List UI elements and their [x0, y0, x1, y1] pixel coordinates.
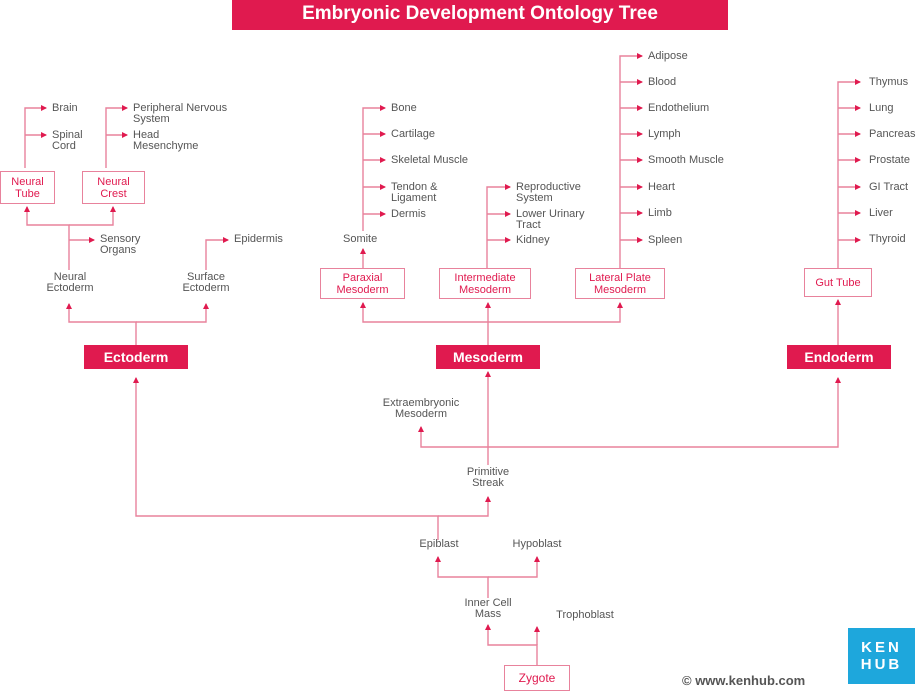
sensory-organs-label: Sensory Organs	[100, 233, 141, 256]
trophoblast-label: Trophoblast	[556, 609, 614, 621]
spleen-label: Spleen	[648, 234, 683, 246]
inner-cell-mass-label: Inner Cell Mass	[464, 597, 512, 620]
lung-label: Lung	[869, 102, 894, 114]
lower-urinary-tract-label: Lower Urinary Tract	[516, 208, 585, 231]
kidney-label: Kidney	[516, 234, 550, 246]
hypoblast-label: Hypoblast	[512, 538, 562, 550]
cartilage-label: Cartilage	[391, 128, 436, 140]
bone-label: Bone	[391, 102, 417, 114]
thyroid-label: Thyroid	[869, 233, 906, 245]
surface-ectoderm-label: Surface Ectoderm	[182, 271, 230, 294]
copyright-text: © www.kenhub.com	[682, 673, 806, 688]
blood-label: Blood	[648, 76, 677, 88]
logo-bottom-text: HUB	[860, 656, 903, 673]
zygote-box: Zygote	[504, 665, 570, 691]
prostate-label: Prostate	[869, 154, 910, 166]
page-title: Embryonic Development Ontology Tree	[232, 0, 728, 30]
thymus-label: Thymus	[869, 76, 909, 88]
paraxial-mesoderm-box: Paraxial Mesoderm	[320, 268, 405, 299]
somite-label: Somite	[343, 233, 378, 245]
extraembryonic-mesoderm-label: Extraembryonic Mesoderm	[382, 397, 460, 420]
epidermis-label: Epidermis	[234, 233, 283, 245]
adipose-label: Adipose	[648, 50, 688, 62]
mesoderm-node: Mesoderm	[436, 345, 540, 369]
peripheral-nervous-system-label: Peripheral Nervous System	[133, 102, 228, 125]
tendon-ligament-label: Tendon & Ligament	[391, 181, 438, 204]
brain-label: Brain	[52, 102, 78, 114]
pancreas-label: Pancreas	[869, 128, 916, 140]
epiblast-label: Epiblast	[419, 538, 459, 550]
endoderm-node: Endoderm	[787, 345, 891, 369]
lymph-label: Lymph	[648, 128, 681, 140]
liver-label: Liver	[869, 207, 893, 219]
head-mesenchyme-label: Head Mesenchyme	[133, 129, 199, 152]
dermis-label: Dermis	[391, 208, 426, 220]
logo-top-text: KEN	[861, 639, 902, 656]
endothelium-label: Endothelium	[648, 102, 710, 114]
neural-tube-box: Neural Tube	[0, 171, 55, 204]
gi-tract-label: GI Tract	[869, 181, 909, 193]
kenhub-logo[interactable]: KEN HUB	[848, 628, 915, 684]
ectoderm-node: Ectoderm	[84, 345, 188, 369]
primitive-streak-label: Primitive Streak	[466, 466, 510, 489]
smooth-muscle-label: Smooth Muscle	[648, 154, 724, 166]
spinal-cord-label: Spinal Cord	[52, 129, 83, 152]
heart-label: Heart	[648, 181, 675, 193]
skeletal-muscle-label: Skeletal Muscle	[391, 154, 469, 166]
intermediate-mesoderm-box: Intermediate Mesoderm	[439, 268, 531, 299]
reproductive-system-label: Reproductive System	[516, 181, 581, 204]
neural-crest-box: Neural Crest	[82, 171, 145, 204]
limb-label: Limb	[648, 207, 672, 219]
lateral-plate-mesoderm-box: Lateral Plate Mesoderm	[575, 268, 665, 299]
gut-tube-box: Gut Tube	[804, 268, 872, 297]
neural-ectoderm-label: Neural Ectoderm	[46, 271, 94, 294]
